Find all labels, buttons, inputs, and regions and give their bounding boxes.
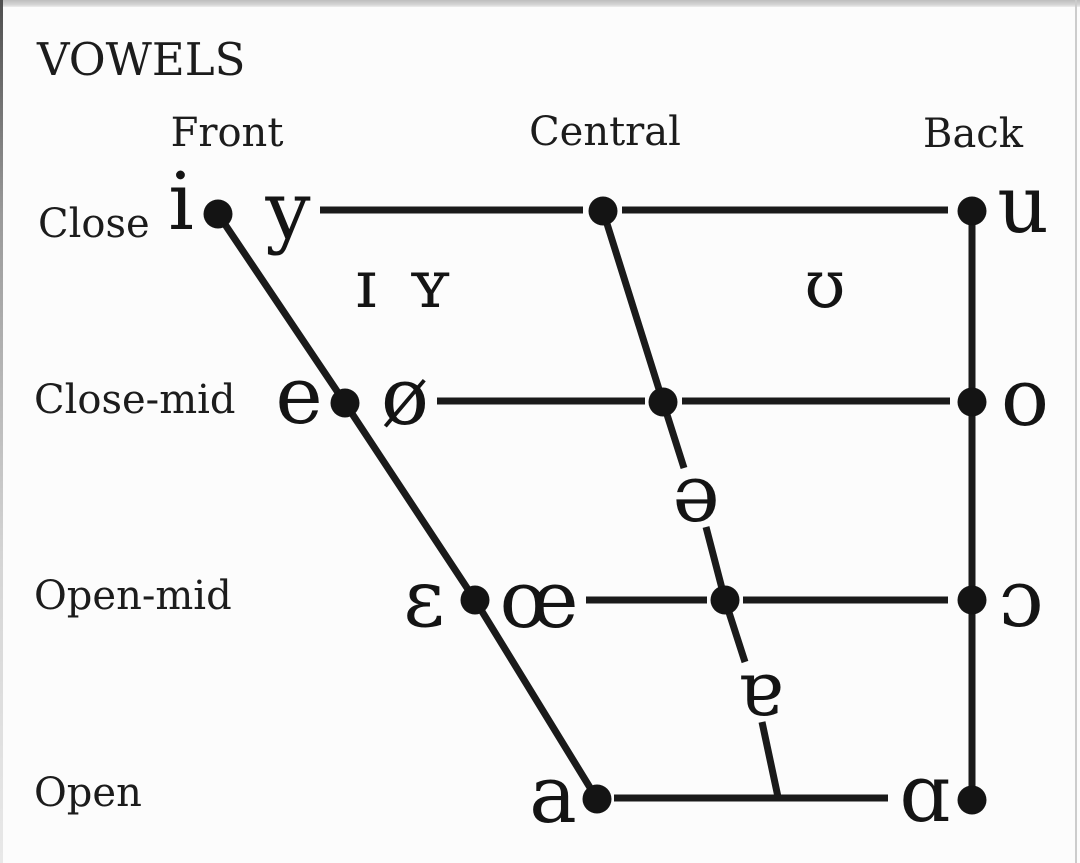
dot-open-front (582, 784, 612, 814)
vowel-y: y (265, 164, 311, 257)
vowel-schwa: ə (672, 447, 720, 540)
row-label-close: Close (38, 201, 150, 247)
vowel-turned-a: ɐ (737, 644, 783, 733)
dot-close-mid-front (330, 388, 360, 418)
vowel-upsilon: ʊ (804, 246, 846, 323)
vowel-e: e (275, 349, 323, 442)
row-label-open-mid: Open-mid (34, 573, 232, 619)
chart-title: VOWELS (37, 33, 246, 86)
vowel-open-o: ɔ (998, 552, 1044, 645)
dot-close-central (588, 196, 618, 226)
vowel-script-a: ɑ (899, 747, 951, 840)
vowel-i: i (168, 155, 194, 248)
dot-close-mid-central (648, 387, 678, 417)
dot-open-mid-front (460, 585, 490, 615)
vowel-u: u (997, 158, 1049, 251)
dot-open-back (957, 785, 987, 815)
vowel-small-cap-i: ɪ (355, 246, 377, 323)
screen-edge-right (1075, 0, 1077, 863)
vowel-a: a (529, 748, 577, 841)
vowel-epsilon: ɛ (403, 552, 445, 645)
column-header-back: Back (923, 111, 1023, 157)
dot-close-back (957, 196, 987, 226)
vowel-o: o (1000, 351, 1050, 444)
screen-edge-top (0, 0, 1080, 7)
row-label-close-mid: Close-mid (34, 377, 236, 423)
dot-open-mid-back (957, 585, 987, 615)
front-axis-line (215, 212, 600, 801)
row-label-open: Open (34, 770, 142, 816)
vowel-small-cap-y: ʏ (408, 246, 452, 323)
dot-open-mid-central (710, 585, 740, 615)
vowel-o-slash: ø (380, 350, 430, 443)
vowel-oe: œ (499, 553, 579, 646)
screen-edge-left (0, 0, 3, 863)
column-header-central: Central (529, 109, 681, 155)
column-header-front: Front (170, 110, 284, 156)
dot-close-mid-back (957, 387, 987, 417)
dot-close-front (203, 199, 233, 229)
